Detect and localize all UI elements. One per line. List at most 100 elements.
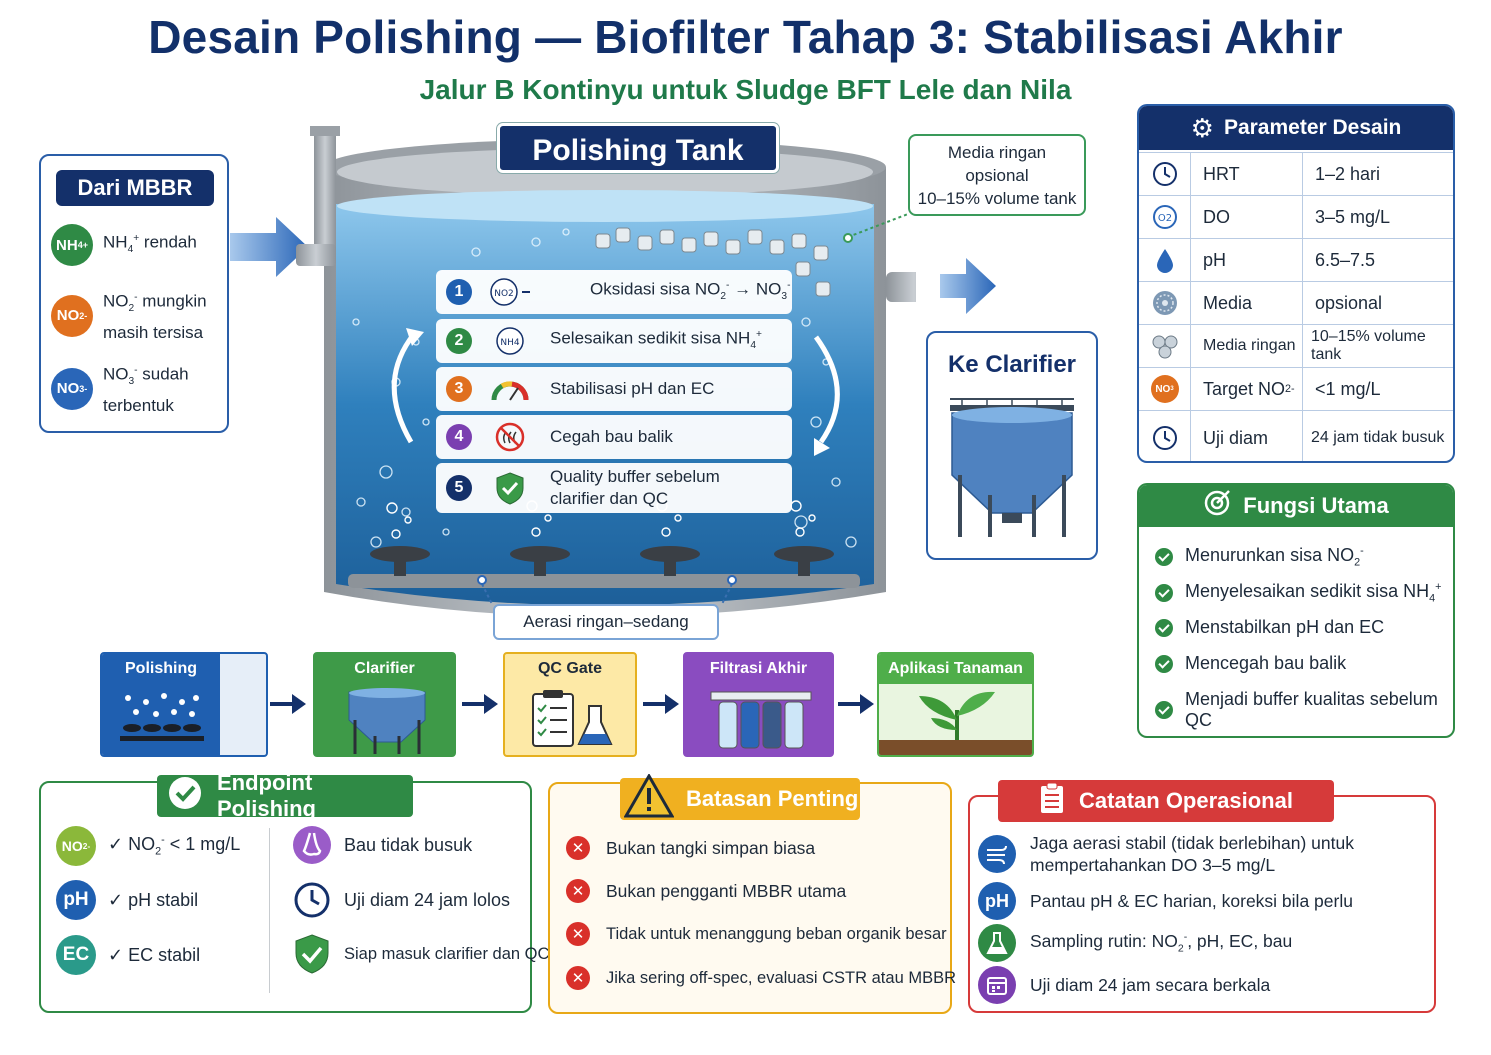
plant-icon — [879, 691, 1032, 755]
param-value: 10–15% volume tank — [1311, 328, 1426, 363]
step-text: Quality buffer sebelum clarifier dan QC — [550, 467, 720, 508]
media-callout-line: opsional — [965, 166, 1029, 185]
catatan-item-text: Jaga aerasi stabil (tidak berlebihan) un… — [1030, 833, 1354, 875]
param-value: 3–5 mg/L — [1315, 206, 1391, 227]
step-number: 4 — [446, 424, 472, 450]
flow-arrow-icon — [643, 694, 679, 714]
tank-title: Polishing Tank — [497, 123, 779, 173]
outlet-arrow-icon — [940, 258, 996, 314]
divider — [269, 828, 270, 993]
endpoint-item: Bau tidak busuk — [292, 825, 472, 865]
fungsi-item-text: Menjadi buffer kualitas sebelum QC — [1185, 689, 1438, 730]
batasan-item: ✕ Bukan tangki simpan biasa — [566, 836, 815, 860]
clipboard-flask-icon — [532, 690, 613, 747]
clarifier-icon — [348, 688, 426, 754]
catatan-item: Uji diam 24 jam secara berkala — [978, 966, 1270, 1004]
batasan-item-text: Jika sering off-spec, evaluasi CSTR atau… — [606, 968, 957, 987]
catatan-panel — [968, 795, 1436, 1013]
step-number: 3 — [446, 376, 472, 402]
endpoint-item-text: ✓ pH stabil — [108, 889, 199, 910]
x-icon: ✕ — [566, 836, 590, 860]
ph-badge: pH — [56, 880, 96, 920]
endpoint-item: EC ✓ EC stabil — [56, 935, 200, 975]
media-icon — [1139, 282, 1191, 324]
tank-step-3: 3 Stabilisasi pH dan EC — [436, 367, 792, 411]
check-icon — [1155, 547, 1173, 566]
flow-label: Polishing — [125, 660, 197, 677]
batasan-panel — [548, 782, 952, 1014]
step-text: Oksidasi sisa NO2- → NO3- — [590, 280, 791, 303]
tank-step-5: 5 Quality buffer sebelum clarifier dan Q… — [436, 463, 792, 513]
flow-step-filtrasi-akhir: Filtrasi Akhir — [683, 652, 834, 757]
fungsi-header: Fungsi Utama — [1139, 485, 1453, 527]
parameter-title: Parameter Desain — [1223, 116, 1402, 139]
endpoint-item: Siap masuk clarifier dan QC — [292, 934, 549, 974]
param-row-media-ringan: Media ringan 10–15% volume tank — [1139, 324, 1453, 367]
endpoint-item: pH ✓ pH stabil — [56, 880, 198, 920]
step-number: 5 — [446, 475, 472, 501]
tank-step-1: 1 NO2NO3 Oksidasi sisa NO2- → NO3- — [436, 270, 792, 314]
clock-icon — [292, 880, 332, 920]
catatan-item: Jaga aerasi stabil (tidak berlebihan) un… — [978, 832, 1410, 876]
shield-check-icon — [490, 470, 530, 506]
fungsi-item: Menjadi buffer kualitas sebelum QC — [1155, 689, 1453, 731]
check-icon — [1155, 583, 1173, 602]
step-number: 2 — [446, 328, 472, 354]
tank-step-2: 2 NH4 Selesaikan sedikit sisa NH4+ — [436, 319, 792, 363]
catatan-item: Sampling rutin: NO2-, pH, EC, bau — [978, 924, 1292, 962]
ec-badge: EC — [56, 935, 96, 975]
nh4-icon: NH4 — [490, 323, 530, 359]
page-subtitle: Jalur B Kontinyu untuk Sludge BFT Lele d… — [419, 74, 1072, 105]
droplet-icon — [1139, 239, 1191, 281]
endpoint-item-text: Uji diam 24 jam lolos — [344, 889, 511, 910]
endpoint-item-text: Siap masuk clarifier dan QC — [344, 944, 550, 963]
step-text: Cegah bau balik — [550, 427, 673, 446]
step-number: 1 — [446, 279, 472, 305]
endpoint-item: Uji diam 24 jam lolos — [292, 880, 510, 920]
endpoint-title: Endpoint Polishing — [217, 770, 316, 821]
step-text: Stabilisasi pH dan EC — [550, 379, 715, 398]
batasan-item-text: Tidak untuk menanggung beban organik bes… — [606, 924, 947, 943]
inlet-arrow-icon — [230, 217, 308, 277]
parameter-header: ⚙ Parameter Desain — [1139, 106, 1453, 150]
svg-text:NO2: NO2 — [494, 289, 514, 299]
oxygen-icon: O2 — [1139, 196, 1191, 238]
media-callout-line: 10–15% volume tank — [917, 189, 1077, 208]
gear-icon: ⚙ — [1190, 113, 1214, 143]
page-title: Desain Polishing — Biofilter Tahap 3: St… — [148, 11, 1343, 63]
catatan-item: pH Pantau pH & EC harian, koreksi bila p… — [978, 882, 1353, 920]
catatan-header: Catatan Operasional — [998, 780, 1334, 822]
param-row-media: Media opsional — [1139, 281, 1453, 324]
ph-icon: pH — [978, 882, 1016, 920]
clarifier-panel: Ke Clarifier — [926, 331, 1098, 560]
param-value: 6.5–7.5 — [1315, 249, 1376, 270]
clarifier-icon — [950, 398, 1074, 537]
inlet-title: Dari MBBR — [56, 170, 214, 206]
catatan-title: Catatan Operasional — [1079, 788, 1293, 813]
flow-step-polishing: Polishing — [100, 652, 268, 757]
clock-icon — [1139, 411, 1191, 461]
param-value: 24 jam tidak busuk — [1311, 429, 1445, 446]
gauge-icon — [490, 371, 530, 407]
fungsi-title: Fungsi Utama — [1243, 493, 1389, 518]
batasan-item: ✕Bukan pengganti MBBR utama — [566, 879, 846, 903]
filter-cartridge-icon — [710, 691, 812, 749]
param-key: Uji diam — [1191, 411, 1303, 461]
batasan-header: Batasan Penting — [620, 772, 860, 820]
batasan-item-text: Bukan tangki simpan biasa — [606, 837, 816, 858]
flow-label: Aplikasi Tanaman — [879, 654, 1032, 684]
fungsi-item-text: Menstabilkan pH dan EC — [1185, 617, 1385, 637]
batasan-item: ✕Tidak untuk menanggung beban organik be… — [566, 922, 947, 946]
media-callout-line: Media ringan — [947, 143, 1047, 162]
endpoint-header: Endpoint Polishing — [157, 770, 413, 821]
catatan-item-text: Uji diam 24 jam secara berkala — [1030, 975, 1271, 995]
param-key: pH — [1191, 239, 1303, 281]
